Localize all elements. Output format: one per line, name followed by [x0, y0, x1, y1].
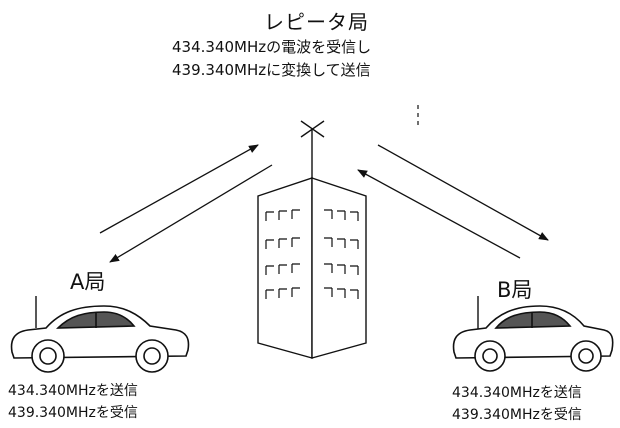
arrow-b-to-repeater [357, 169, 521, 259]
station-a-name: A局 [70, 270, 106, 294]
arrow-repeater-to-a [109, 164, 273, 263]
repeater-building [257, 177, 367, 359]
signal-arrows [99, 144, 549, 263]
station-a-rx: 439.340MHzを受信 [8, 405, 138, 421]
station-a-tx: 434.340MHzを送信 [8, 383, 138, 399]
arrow-repeater-to-b [377, 144, 549, 241]
repeater-line-1: 434.340MHzの電波を受信し [172, 38, 372, 56]
station-b-rx: 439.340MHzを受信 [452, 407, 582, 423]
car-a-icon [10, 296, 190, 373]
arrow-a-to-repeater [99, 144, 259, 234]
repeater-title: レピータ局 [264, 10, 369, 34]
repeater-line-2: 439.340MHzに変換して送信 [172, 61, 371, 79]
station-b-tx: 434.340MHzを送信 [452, 385, 582, 401]
car-b-icon [452, 296, 614, 372]
station-b-name: B局 [497, 278, 533, 302]
